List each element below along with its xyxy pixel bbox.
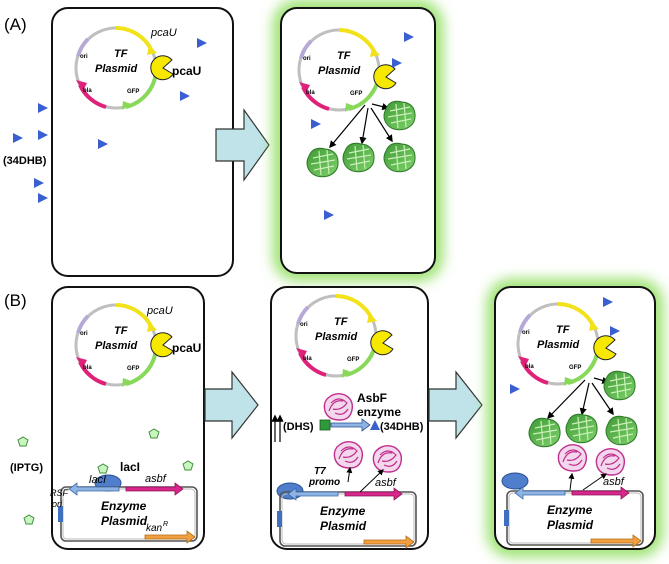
svg-text:pcaU: pcaU xyxy=(146,305,173,317)
svg-text:ori: ori xyxy=(80,54,88,60)
tf-plasmid-a2: TF Plasmid ori bla GFP xyxy=(297,28,382,114)
svg-text:Plasmid: Plasmid xyxy=(318,65,360,77)
dhb-product xyxy=(370,420,380,430)
svg-text:bla: bla xyxy=(525,364,534,370)
expression-arrows-b2 xyxy=(346,466,384,493)
process-arrow-b1 xyxy=(204,370,259,440)
dhb-molecules-a1 xyxy=(13,38,207,203)
svg-text:pcaU: pcaU xyxy=(150,27,177,39)
iptg-molecules xyxy=(17,428,194,525)
svg-text:TF: TF xyxy=(334,316,348,328)
expression-arrows-b3-enzyme xyxy=(568,472,607,491)
svg-text:TF: TF xyxy=(114,48,128,60)
asbf-enzyme-label-1: AsbF xyxy=(357,391,387,405)
svg-text:asbf: asbf xyxy=(603,476,625,488)
svg-text:GFP: GFP xyxy=(347,357,359,363)
svg-text:asbf: asbf xyxy=(145,473,167,485)
dhb-molecules-b3 xyxy=(510,297,620,394)
process-arrow-b2 xyxy=(428,370,483,440)
svg-text:ori: ori xyxy=(80,331,88,337)
cell-a-induced xyxy=(280,7,436,274)
svg-text:Plasmid: Plasmid xyxy=(95,340,137,352)
svg-text:ori: ori xyxy=(522,330,530,336)
svg-text:Plasmid: Plasmid xyxy=(537,339,579,351)
tf-plasmid-b2: TF Plasmid ori bla GFP xyxy=(294,294,379,380)
t7-label-2: promo xyxy=(308,477,340,488)
conversion-arrow xyxy=(330,418,371,432)
svg-text:R: R xyxy=(163,521,168,528)
svg-text:lacI: lacI xyxy=(89,474,106,486)
svg-text:GFP: GFP xyxy=(569,365,581,371)
panel-label-a: (A) xyxy=(4,15,27,34)
svg-text:Plasmid: Plasmid xyxy=(95,63,137,75)
svg-text:bla: bla xyxy=(306,90,315,96)
svg-text:ori: ori xyxy=(300,322,308,328)
iptg-label: (IPTG) xyxy=(10,462,43,474)
svg-text:bla: bla xyxy=(303,356,312,362)
svg-text:bla: bla xyxy=(83,88,92,94)
enzyme-plasmid-b3: asbf Enzyme Plasmid xyxy=(503,476,644,548)
svg-text:ori: ori xyxy=(303,56,311,62)
svg-text:asbf: asbf xyxy=(375,477,397,489)
svg-text:Enzyme: Enzyme xyxy=(101,499,147,513)
svg-text:Plasmid: Plasmid xyxy=(101,514,148,528)
t7-label-1: T7 xyxy=(314,466,326,477)
laci-repressor-label: lacI xyxy=(120,460,140,474)
up-arrows-dhs xyxy=(271,414,284,442)
enzyme-plasmid-b1: lacI asbf Enzyme Plasmid RSF ori kan R xyxy=(50,473,198,544)
enzyme-plasmid-b2: asbf Enzyme Plasmid xyxy=(276,477,417,549)
svg-text:Plasmid: Plasmid xyxy=(547,518,594,532)
pcau-protein-label: pcaU xyxy=(172,64,201,78)
tf-plasmid-a1: TF Plasmid ori bla GFP pcaU xyxy=(74,26,177,112)
dhb-label-a: (34DHB) xyxy=(3,155,47,167)
dhs-label: (DHS) xyxy=(283,421,314,433)
dhb-label-b: (34DHB) xyxy=(380,421,424,433)
dhs-molecule xyxy=(319,419,331,431)
process-arrow-a xyxy=(215,108,270,182)
svg-text:bla: bla xyxy=(83,365,92,371)
expression-arrows-a xyxy=(329,103,393,149)
svg-text:kan: kan xyxy=(146,523,163,534)
tf-plasmid-b3: TF Plasmid ori bla GFP xyxy=(516,302,601,388)
panel-label-b: (B) xyxy=(4,291,27,310)
svg-text:ori: ori xyxy=(52,499,63,509)
svg-text:GFP: GFP xyxy=(127,366,139,372)
tf-plasmid-b1: TF Plasmid ori bla GFP pcaU xyxy=(74,303,173,389)
svg-text:GFP: GFP xyxy=(350,91,362,97)
asbf-enzyme xyxy=(323,392,354,421)
svg-text:Plasmid: Plasmid xyxy=(320,519,367,533)
svg-text:TF: TF xyxy=(556,324,570,336)
asbf-enzyme-label-2: enzyme xyxy=(357,405,401,419)
svg-text:TF: TF xyxy=(337,50,351,62)
svg-text:RSF: RSF xyxy=(50,488,69,498)
svg-text:Enzyme: Enzyme xyxy=(320,504,366,518)
svg-text:GFP: GFP xyxy=(127,89,139,95)
laci-repressor-b2 xyxy=(276,482,304,500)
svg-text:Enzyme: Enzyme xyxy=(547,503,593,517)
svg-text:TF: TF xyxy=(114,325,128,337)
laci-repressor-b3 xyxy=(501,472,529,490)
pcau-protein-label-b1: pcaU xyxy=(172,341,201,355)
svg-text:Plasmid: Plasmid xyxy=(315,331,357,343)
dhb-molecules-a2 xyxy=(311,32,414,220)
